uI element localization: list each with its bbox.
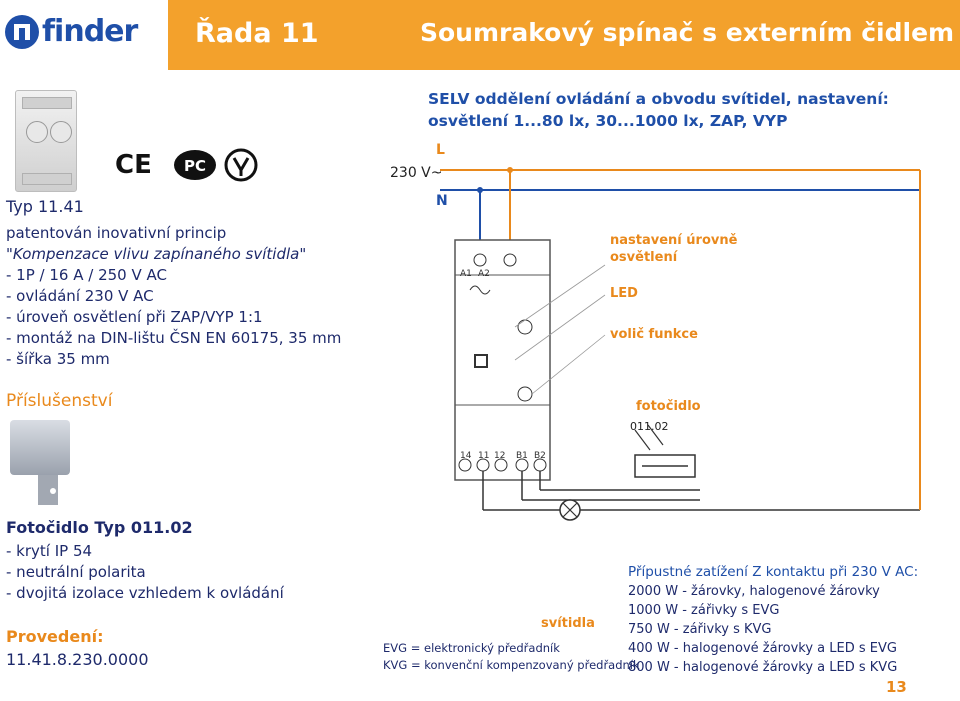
logo-text: finder: [42, 14, 138, 49]
sensor-spec-line: - krytí IP 54: [6, 542, 93, 560]
led-label: LED: [610, 286, 638, 301]
photocell-image: [10, 420, 80, 510]
sensor-spec-line: - dvojitá izolace vzhledem k ovládání: [6, 584, 284, 602]
sensor-specs: - krytí IP 54 - neutrální polarita - dvo…: [6, 541, 284, 604]
load-item: 2000 W - žárovky, halogenové žárovky: [628, 584, 880, 599]
lamps-label: svítidla: [541, 616, 595, 631]
spec-line: - úroveň osvětlení při ZAP/VYP 1:1: [6, 308, 263, 326]
terminal-b2: B2: [534, 451, 546, 461]
versions-label: Provedení:: [6, 627, 104, 646]
note-line: EVG = elektronický předřadník: [383, 641, 560, 655]
load-item: 750 W - zářivky s KVG: [628, 622, 772, 637]
function-selector-label: volič funkce: [610, 327, 698, 342]
level-setting-label: nastavení úrovně osvětlení: [610, 233, 738, 265]
title-band: [168, 0, 960, 70]
load-title: Přípustné zatížení Z kontaktu při 230 V …: [628, 564, 919, 580]
type-label: Typ 11.41: [6, 197, 84, 216]
load-item: 800 W - halogenové žárovky a LED s KVG: [628, 660, 898, 675]
load-item: 1000 W - zářivky s EVG: [628, 603, 780, 618]
spec-line: "Kompenzace vlivu zapínaného svítidla": [6, 245, 307, 263]
svg-text:PC: PC: [184, 157, 206, 175]
page-number: 13: [886, 678, 907, 696]
product-title: Soumrakový spínač s externím čidlem: [420, 18, 955, 47]
relay-product-image: [15, 90, 77, 192]
selv-line: SELV oddělení ovládání a obvodu svítidel…: [428, 90, 889, 108]
version-code: 11.41.8.230.0000: [6, 650, 149, 669]
selv-description: SELV oddělení ovládání a obvodu svítidel…: [428, 88, 889, 132]
note-line: KVG = konvenční kompenzovaný předřadník: [383, 658, 640, 672]
spec-line: - ovládání 230 V AC: [6, 287, 154, 305]
terminal-a1: A1: [460, 269, 472, 279]
terminal-a2: A2: [478, 269, 490, 279]
ballast-notes: EVG = elektronický předřadník KVG = konv…: [383, 640, 640, 674]
specs-list: patentován inovativní princip "Kompenzac…: [6, 223, 341, 370]
accessories-heading: Příslušenství: [6, 391, 113, 411]
selv-line: osvětlení 1...80 lx, 30...1000 lx, ZAP, …: [428, 112, 788, 130]
finder-logo: finder: [0, 0, 168, 70]
terminal-11: 11: [478, 451, 490, 461]
relay-body: [454, 239, 551, 481]
wiring-diagram: [440, 167, 921, 521]
supply-voltage: 230 V~: [390, 165, 443, 181]
ce-mark: CE: [115, 150, 152, 180]
spec-line: - šířka 35 mm: [6, 350, 110, 368]
gost-mark-icon: [224, 148, 258, 182]
spec-line: patentován inovativní princip: [6, 224, 227, 242]
pct-mark-icon: PC: [174, 150, 216, 180]
sensor-title: Fotočidlo Typ 011.02: [6, 518, 193, 537]
logo-mark-icon: [6, 16, 38, 48]
load-item: 400 W - halogenové žárovky a LED s EVG: [628, 641, 897, 656]
terminal-12: 12: [494, 451, 506, 461]
spec-line: - 1P / 16 A / 250 V AC: [6, 266, 167, 284]
sensor-spec-line: - neutrální polarita: [6, 563, 146, 581]
page-header: finder Řada 11 Soumrakový spínač s exter…: [0, 0, 960, 70]
photocell-label: fotočidlo: [636, 399, 701, 414]
terminal-14: 14: [460, 451, 472, 461]
terminal-b1: B1: [516, 451, 528, 461]
line-L-label: L: [436, 142, 445, 158]
line-N-label: N: [436, 193, 448, 209]
load-list: 2000 W - žárovky, halogenové žárovky 100…: [628, 582, 897, 677]
series-title: Řada 11: [195, 18, 319, 49]
spec-line: - montáž na DIN-lištu ČSN EN 60175, 35 m…: [6, 329, 342, 347]
photocell-ref: 011.02: [630, 420, 669, 433]
